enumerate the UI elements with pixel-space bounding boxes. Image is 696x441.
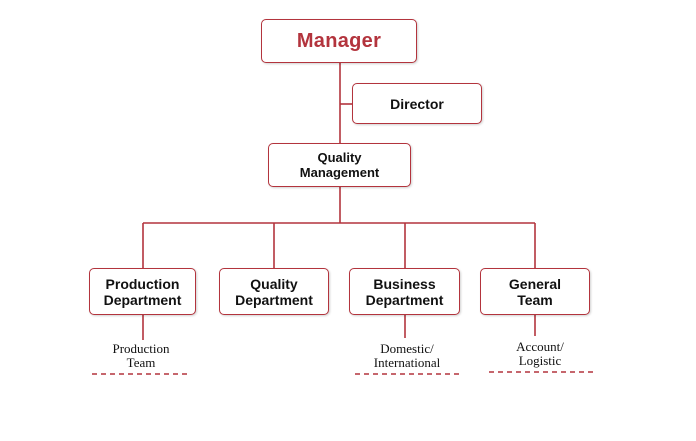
production-department-label-line1: Production (105, 275, 180, 292)
general-team-node: General Team (480, 268, 590, 315)
account-logistic-line2: Logistic (518, 353, 562, 368)
domestic-international-sub-unit: Domestic/ International (355, 342, 459, 370)
production-department-node: Production Department (89, 268, 196, 315)
general-team-label-line2: Team (517, 291, 553, 308)
general-team-label-line1: General (508, 275, 562, 292)
quality-management-node: Quality Management (268, 143, 411, 187)
production-team-line1: Production (112, 341, 170, 356)
account-logistic-sub-unit: Account/ Logistic (488, 340, 592, 368)
quality-department-node: Quality Department (219, 268, 329, 315)
business-department-label-line1: Business (373, 275, 436, 292)
manager-node: Manager (261, 19, 417, 63)
quality-management-label-line2: Management (299, 165, 380, 180)
production-team-sub-unit: Production Team (92, 342, 190, 370)
domestic-international-line2: International (373, 355, 441, 370)
quality-management-label-line1: Quality (317, 150, 362, 165)
domestic-international-line1: Domestic/ (380, 341, 434, 356)
account-logistic-line1: Account/ (516, 339, 564, 354)
business-department-node: Business Department (349, 268, 460, 315)
business-department-label-line2: Department (365, 291, 444, 308)
director-node: Director (352, 83, 482, 124)
quality-department-label-line2: Department (235, 291, 313, 308)
production-team-line2: Team (126, 355, 156, 370)
manager-label: Manager (296, 30, 382, 52)
quality-department-label-line1: Quality (250, 275, 298, 292)
production-department-label-line2: Department (103, 291, 182, 308)
director-label: Director (390, 95, 444, 112)
